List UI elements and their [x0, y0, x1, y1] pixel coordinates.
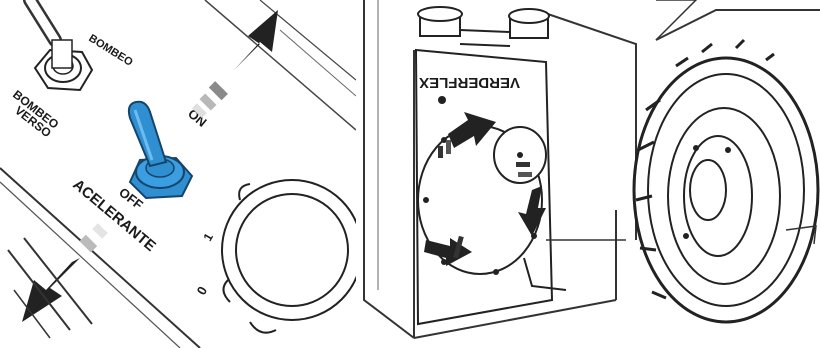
- top-fittings: [418, 7, 549, 46]
- wheel: [634, 40, 818, 322]
- switch-panel-illustration: BOMBEO BOMBEO VERSO OFF ON ACELERANTE: [0, 0, 356, 348]
- pump-illustration: VERDERFLEX: [356, 0, 820, 348]
- brand-label: VERDERFLEX: [419, 74, 520, 91]
- switch-panel-drawing: BOMBEO BOMBEO VERSO OFF ON ACELERANTE: [0, 0, 356, 348]
- pump-drawing: VERDERFLEX: [356, 0, 820, 348]
